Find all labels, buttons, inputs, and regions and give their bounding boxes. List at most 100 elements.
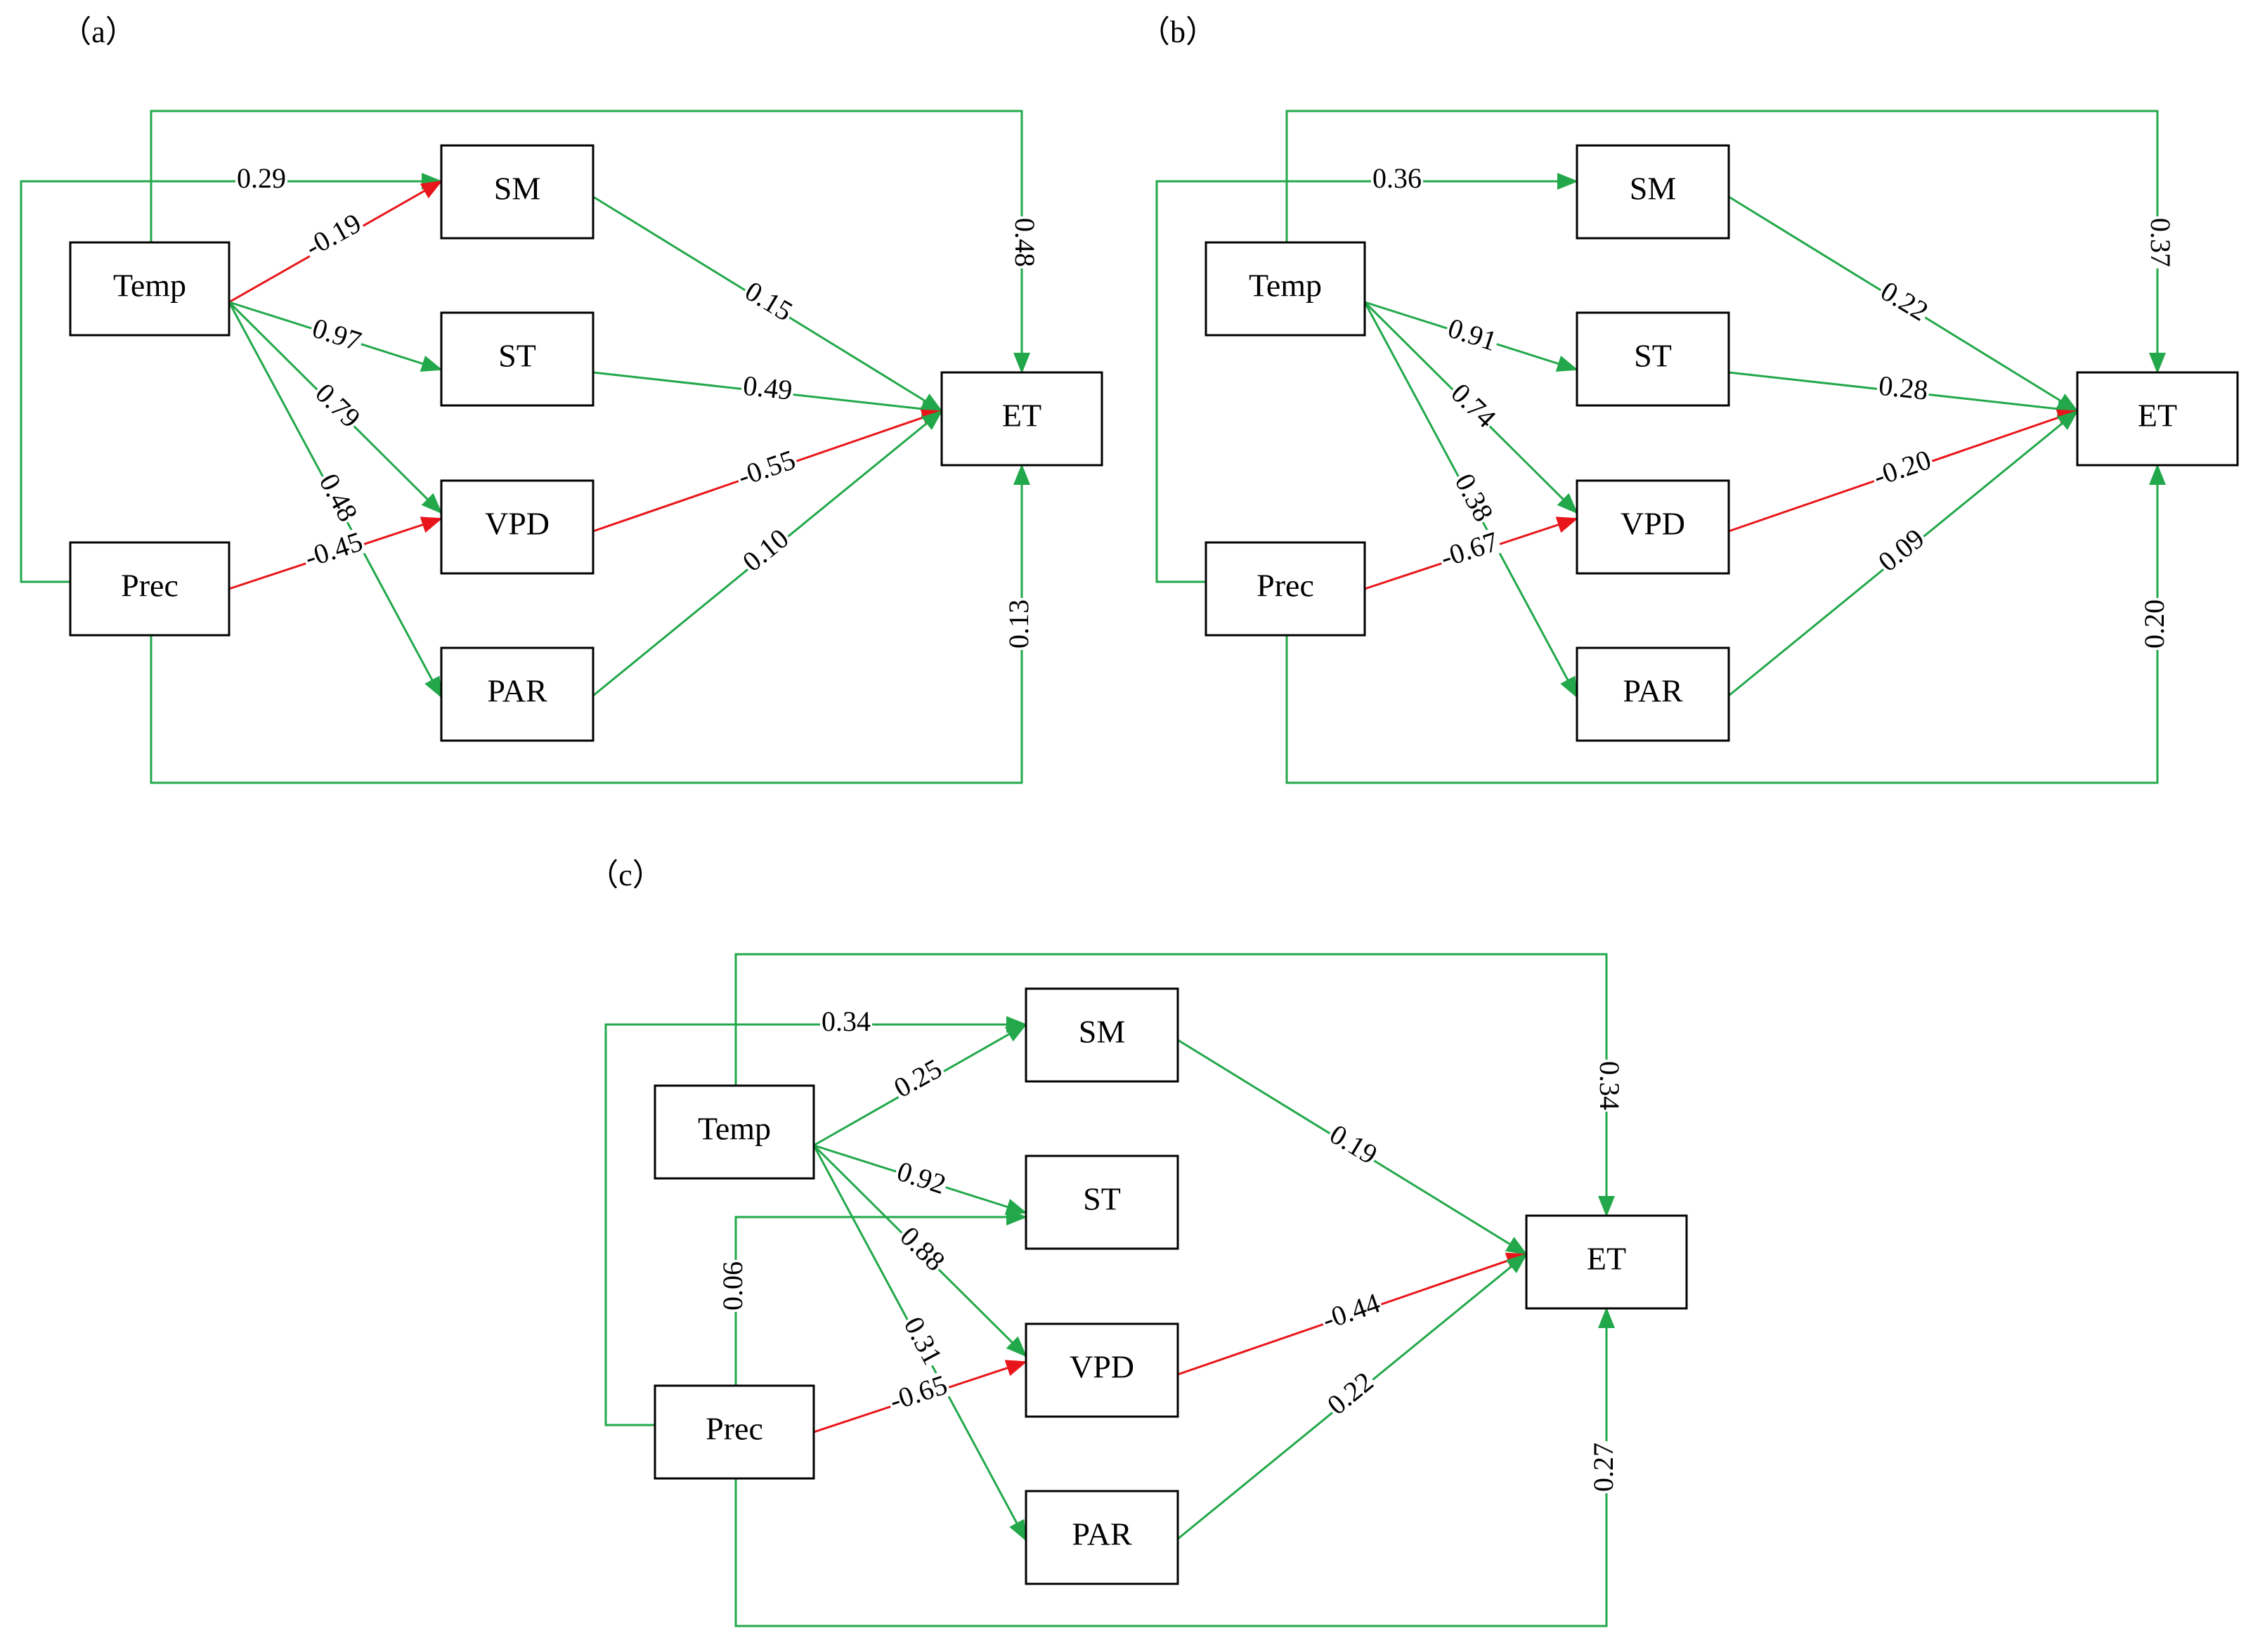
path-temp-to-sm-coef: -0.19 — [300, 207, 367, 263]
node-prec-box — [1205, 541, 1366, 637]
path-coefficient-label: 0.27 — [1588, 1443, 1619, 1492]
panel-a-label: （a） — [60, 15, 136, 49]
path-prec-to-vpd-coef: -0.65 — [885, 1369, 952, 1417]
node-et-label: ET — [2138, 398, 2177, 434]
panels-layer: （a）0.480.29-0.190.970.790.48-0.450.150.4… — [20, 15, 2239, 1627]
path-coefficient-label: -0.55 — [734, 443, 799, 493]
node-et: ET — [1525, 1214, 1688, 1310]
coef-label-background — [820, 1008, 872, 1035]
node-sm: SM — [1025, 987, 1179, 1083]
coef-label-background — [895, 1221, 951, 1276]
path-coefficient-label: 0.22 — [1321, 1365, 1379, 1421]
node-st: ST — [440, 311, 595, 407]
panel-c-label: （c） — [587, 858, 663, 892]
coef-label-background — [308, 313, 366, 355]
node-prec: Prec — [1205, 541, 1366, 637]
node-par-label: PAR — [487, 673, 547, 709]
node-st-label: ST — [1083, 1181, 1121, 1217]
path-st-to-et-coef: 0.49 — [740, 370, 796, 406]
coef-label-background — [1321, 1366, 1379, 1420]
path-coefficient-label: -0.45 — [301, 526, 366, 574]
node-prec-label: Prec — [121, 568, 178, 604]
node-et: ET — [2076, 371, 2239, 467]
node-par: PAR — [1025, 1490, 1179, 1585]
path-coefficient-label: 0.91 — [1444, 312, 1500, 357]
node-temp-box — [1205, 241, 1366, 337]
node-st: ST — [1025, 1155, 1179, 1250]
coef-label-background — [1324, 1119, 1383, 1169]
coef-label-background — [1875, 276, 1934, 326]
path-coefficient-label: -0.65 — [885, 1369, 951, 1417]
path-coefficient-label: 0.25 — [888, 1053, 947, 1104]
path-sm-to-et-coef: 0.19 — [1324, 1118, 1383, 1171]
path-temp-to-par-coef: 0.38 — [1449, 469, 1500, 527]
node-prec-label: Prec — [706, 1411, 763, 1447]
node-par: PAR — [440, 646, 595, 742]
path-coefficient-label: 0.38 — [1449, 469, 1500, 527]
path-temp-to-st-coef: 0.92 — [892, 1155, 951, 1200]
coef-label-background — [740, 372, 796, 403]
coef-label-background — [2141, 598, 2168, 650]
node-sm-box — [440, 144, 595, 240]
node-par-box — [1576, 646, 1730, 742]
node-st-label: ST — [498, 338, 536, 374]
coef-label-background — [720, 1260, 746, 1312]
coef-label-background — [739, 276, 798, 326]
path-prec-to-vpd-coef: -0.45 — [300, 526, 367, 574]
path-prec-to-et-coef: 0.27 — [1588, 1441, 1619, 1493]
path-coefficient-label: 0.49 — [741, 370, 793, 406]
path-temp-to-par-coef: 0.31 — [898, 1312, 949, 1370]
node-prec: Prec — [654, 1384, 815, 1480]
node-et-label: ET — [1587, 1241, 1626, 1277]
path-par-to-et-coef: 0.10 — [736, 522, 795, 578]
node-vpd-label: VPD — [485, 506, 550, 542]
path-temp-to-sm-coef: 0.25 — [888, 1053, 947, 1104]
node-par: PAR — [1576, 646, 1730, 742]
coef-label-background — [1443, 313, 1502, 355]
path-st-to-et-coef: 0.28 — [1876, 370, 1931, 406]
coef-label-background — [885, 1370, 952, 1414]
node-et-label: ET — [1002, 398, 1041, 434]
node-sm-box — [1576, 144, 1730, 240]
path-temp-to-par-coef: 0.48 — [313, 469, 365, 527]
path-coefficient-label: 0.13 — [1003, 599, 1034, 649]
node-prec-label: Prec — [1257, 568, 1314, 604]
path-coefficient-label: 0.34 — [1594, 1061, 1625, 1110]
path-coefficient-label: 0.22 — [1876, 275, 1934, 327]
path-prec-to-sm-arrow — [20, 173, 443, 583]
coef-label-background — [1869, 445, 1935, 490]
node-st-label: ST — [1634, 338, 1672, 374]
path-coefficient-label: 0.37 — [2145, 218, 2176, 267]
path-prec-to-st-coef: 0.06 — [717, 1260, 748, 1312]
path-coefficient-label: 0.15 — [740, 275, 798, 327]
coef-label-background — [2147, 216, 2174, 268]
path-temp-to-st-coef: 0.91 — [1443, 312, 1502, 357]
coef-label-background — [1006, 598, 1032, 650]
path-temp-to-et-coef: 0.34 — [1594, 1060, 1625, 1112]
path-coefficient-label: 0.09 — [1872, 522, 1930, 578]
path-coefficient-label: 0.10 — [736, 522, 795, 578]
path-prec-to-sm-arrow — [1155, 173, 1578, 583]
path-temp-to-et-coef: 0.37 — [2145, 216, 2176, 268]
node-sm-label: SM — [494, 171, 540, 207]
path-coefficient-label: 0.36 — [1372, 162, 1422, 194]
path-coefficient-label: 0.06 — [717, 1261, 748, 1310]
coef-label-background — [733, 445, 800, 490]
path-prec-to-st-arrow — [734, 1209, 1027, 1386]
node-sm-box — [1025, 987, 1179, 1083]
node-et-box — [2076, 371, 2239, 467]
node-temp-label: Temp — [1249, 268, 1322, 304]
coef-label-background — [888, 1054, 947, 1103]
node-temp-label: Temp — [113, 268, 186, 304]
coef-label-background — [1872, 523, 1930, 577]
panel-a: （a）0.480.29-0.190.970.790.48-0.450.150.4… — [20, 15, 1103, 784]
node-st-box — [1025, 1155, 1179, 1250]
path-coefficient-label: 0.28 — [1877, 370, 1929, 406]
node-par-box — [1025, 1490, 1179, 1585]
node-vpd-box — [1025, 1322, 1179, 1418]
node-temp-box — [69, 241, 231, 337]
node-et-box — [940, 371, 1103, 467]
coef-label-background — [1318, 1289, 1384, 1334]
